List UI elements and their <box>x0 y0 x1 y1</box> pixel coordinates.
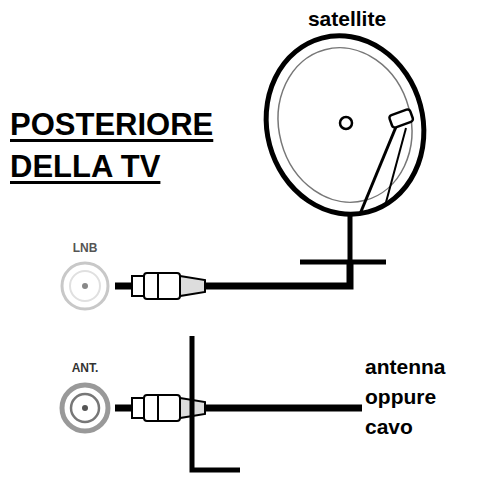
tv-back-edge <box>192 336 240 470</box>
diagram-title: POSTERIORE DELLA TV <box>10 104 213 188</box>
ant-socket <box>62 385 108 431</box>
node-label: satellite <box>265 4 429 34</box>
coax-plug <box>132 273 205 299</box>
ant-node: ANT. <box>55 358 115 433</box>
satellite-node: satellite <box>262 2 432 264</box>
lnb-socket <box>62 263 108 309</box>
antenna-node: antenna oppure cavo <box>362 350 490 454</box>
node-label: ANT. <box>58 360 112 377</box>
lnb-node: LNB <box>55 238 115 310</box>
node-label: LNB <box>58 240 112 257</box>
node-label: antenna oppure cavo <box>365 352 487 442</box>
satellite-dish <box>246 18 443 262</box>
